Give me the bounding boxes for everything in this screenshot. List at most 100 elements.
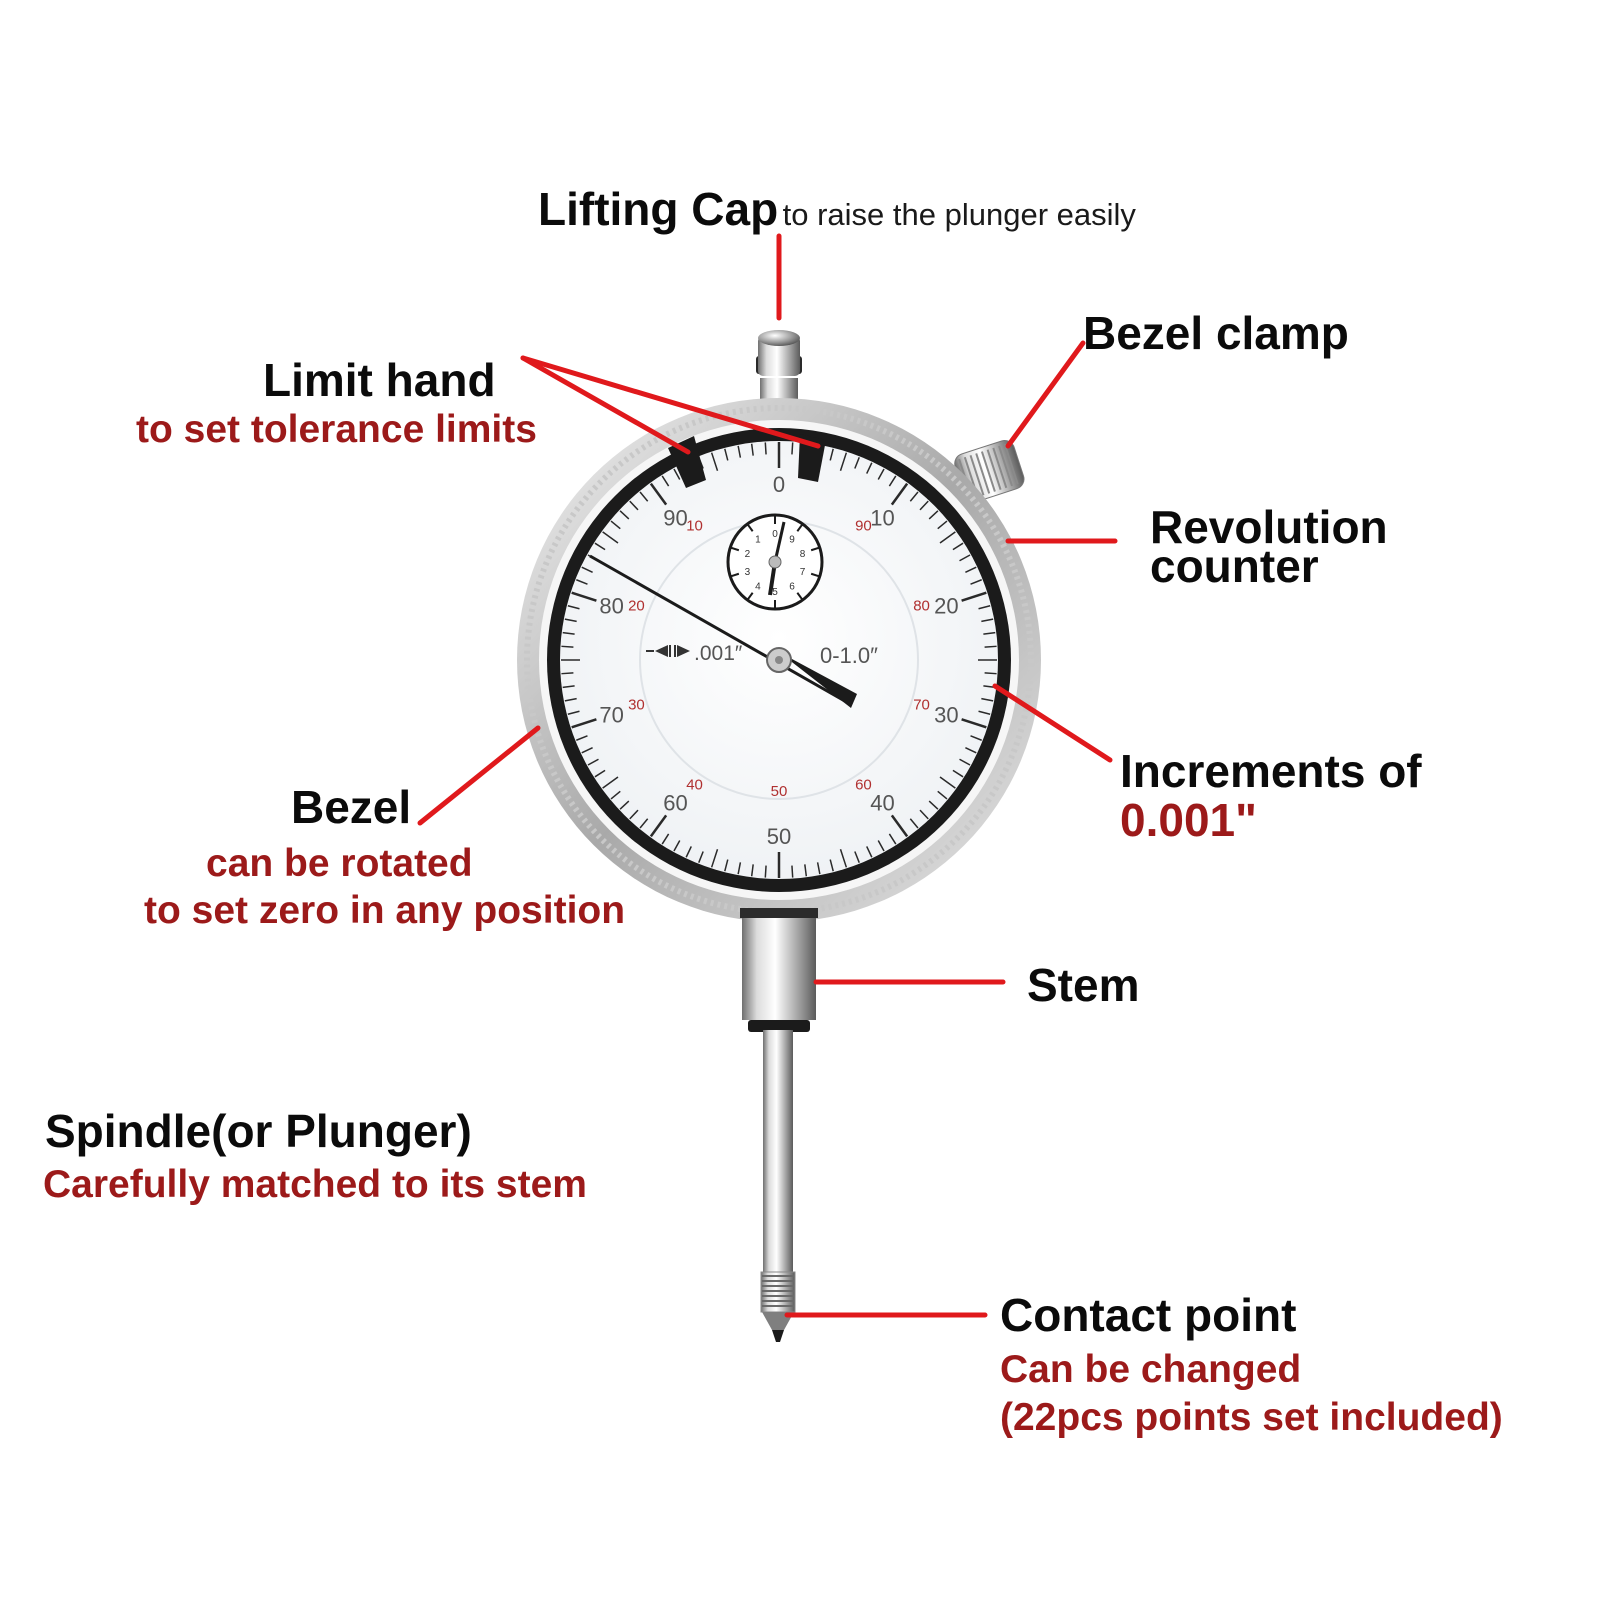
lifting-cap-title: Lifting Cap <box>538 183 779 235</box>
dial-tick <box>594 542 606 551</box>
leader-lines <box>417 233 1118 1318</box>
counter-number: 8 <box>800 549 806 560</box>
dial-tick <box>562 631 575 635</box>
dial-outer-number: 0 <box>773 472 785 497</box>
dial-tick <box>981 697 994 702</box>
dial-tick <box>619 800 630 810</box>
dial-tick <box>576 735 588 741</box>
dial-outer-number: 10 <box>870 506 894 531</box>
dial-tick <box>649 814 668 838</box>
dial-inner-number: 60 <box>855 776 872 793</box>
spindle-icon <box>760 1030 796 1342</box>
dial-inner-number: 10 <box>686 518 703 535</box>
knurl-line <box>986 449 1002 490</box>
dial-tick <box>839 452 848 471</box>
dial-outer-number: 20 <box>934 594 958 619</box>
dial-tick <box>978 710 991 715</box>
dial-inner-number: 40 <box>686 776 703 793</box>
leader-limit-hand-right <box>520 355 821 449</box>
lifting-cap-note: to raise the plunger easily <box>782 197 1136 232</box>
dial-tick <box>866 846 873 858</box>
dial-tick <box>562 685 575 689</box>
dial-outer-number: 60 <box>663 790 687 815</box>
dial-outer-number: 30 <box>934 702 958 727</box>
dial-tick <box>610 520 621 530</box>
leader-limit-hand-left <box>520 355 691 455</box>
dial-tick <box>877 840 885 852</box>
increments-line2: 0.001" <box>1120 794 1257 846</box>
counter-number: 7 <box>800 567 806 578</box>
dial-tick <box>698 851 704 863</box>
dial-tick <box>567 605 580 610</box>
counter-tick <box>730 546 740 552</box>
dial-tick <box>854 457 860 469</box>
bezel-clamp-title: Bezel clamp <box>1083 307 1349 359</box>
dial-tick <box>829 859 834 872</box>
dial-tick <box>959 554 971 562</box>
contact-point-title: Contact point <box>1000 1289 1297 1341</box>
dial-tick <box>791 865 794 878</box>
counter-tick <box>796 592 803 600</box>
dial-tick <box>581 566 593 573</box>
dial-tick <box>877 468 885 480</box>
bezel-subtitle-1: can be rotated <box>206 842 473 885</box>
dial-tick <box>937 520 948 530</box>
limit-hand-subtitle: to set tolerance limits <box>136 408 537 451</box>
dial-tick <box>888 833 897 845</box>
dial-tick <box>866 462 873 474</box>
dial-tick <box>961 718 987 729</box>
dial-tick <box>673 840 681 852</box>
dial-tick <box>939 776 956 789</box>
dial-inner-number: 30 <box>628 696 645 713</box>
dial-tick <box>970 579 982 585</box>
stem-icon <box>740 908 818 1032</box>
dial-tick <box>610 790 621 800</box>
dial-tick <box>587 758 599 766</box>
dial-tick <box>965 566 977 573</box>
dial-tick <box>959 758 971 766</box>
dial-tick <box>890 814 909 838</box>
lifting-cap-icon <box>756 330 802 410</box>
dial-tick <box>764 865 767 878</box>
dial-outer-number: 70 <box>599 702 623 727</box>
limit-hand-title: Limit hand <box>263 354 496 406</box>
dial-inner-number: 50 <box>771 783 788 800</box>
dial-tick <box>639 818 649 829</box>
dial-tick <box>978 605 991 610</box>
dial-tick <box>673 468 681 480</box>
dial-tick <box>685 846 692 858</box>
counter-tick <box>810 546 820 552</box>
counter-number: 9 <box>789 535 795 546</box>
counter-number: 2 <box>745 549 751 560</box>
dial-range-text: 0-1.0″ <box>820 643 878 668</box>
dial-tick <box>928 510 939 520</box>
dial-tick <box>804 864 808 877</box>
dial-tick <box>629 500 639 511</box>
leader-bezel-clamp <box>1005 340 1086 449</box>
dial-outer-number: 80 <box>599 594 623 619</box>
dial-tick <box>750 864 754 877</box>
label-lifting-cap: Lifting Cap to raise the plunger easily <box>538 186 1136 233</box>
revolution-counter-line1: Revolution <box>1150 501 1388 553</box>
counter-number: 6 <box>789 581 795 592</box>
dial-tick <box>602 776 619 789</box>
counter-number: 3 <box>745 567 751 578</box>
dial-tick <box>888 475 897 487</box>
knurl-line <box>998 445 1013 487</box>
dial-resolution-text: .001″ <box>694 642 743 665</box>
counter-number: 4 <box>755 581 761 592</box>
counter-tick <box>747 592 754 600</box>
dial-tick <box>970 735 982 741</box>
dial-inner-number: 20 <box>628 598 645 615</box>
contact-point-subtitle-1: Can be changed <box>1000 1348 1302 1391</box>
dial-tick <box>816 862 821 875</box>
dial-tick <box>839 849 848 868</box>
dial-tick <box>965 747 977 754</box>
dial-tick <box>937 790 948 800</box>
dial-tick <box>724 448 729 461</box>
counter-number: 0 <box>772 529 778 540</box>
dial-tick <box>952 769 964 778</box>
dial-tick <box>576 579 588 585</box>
